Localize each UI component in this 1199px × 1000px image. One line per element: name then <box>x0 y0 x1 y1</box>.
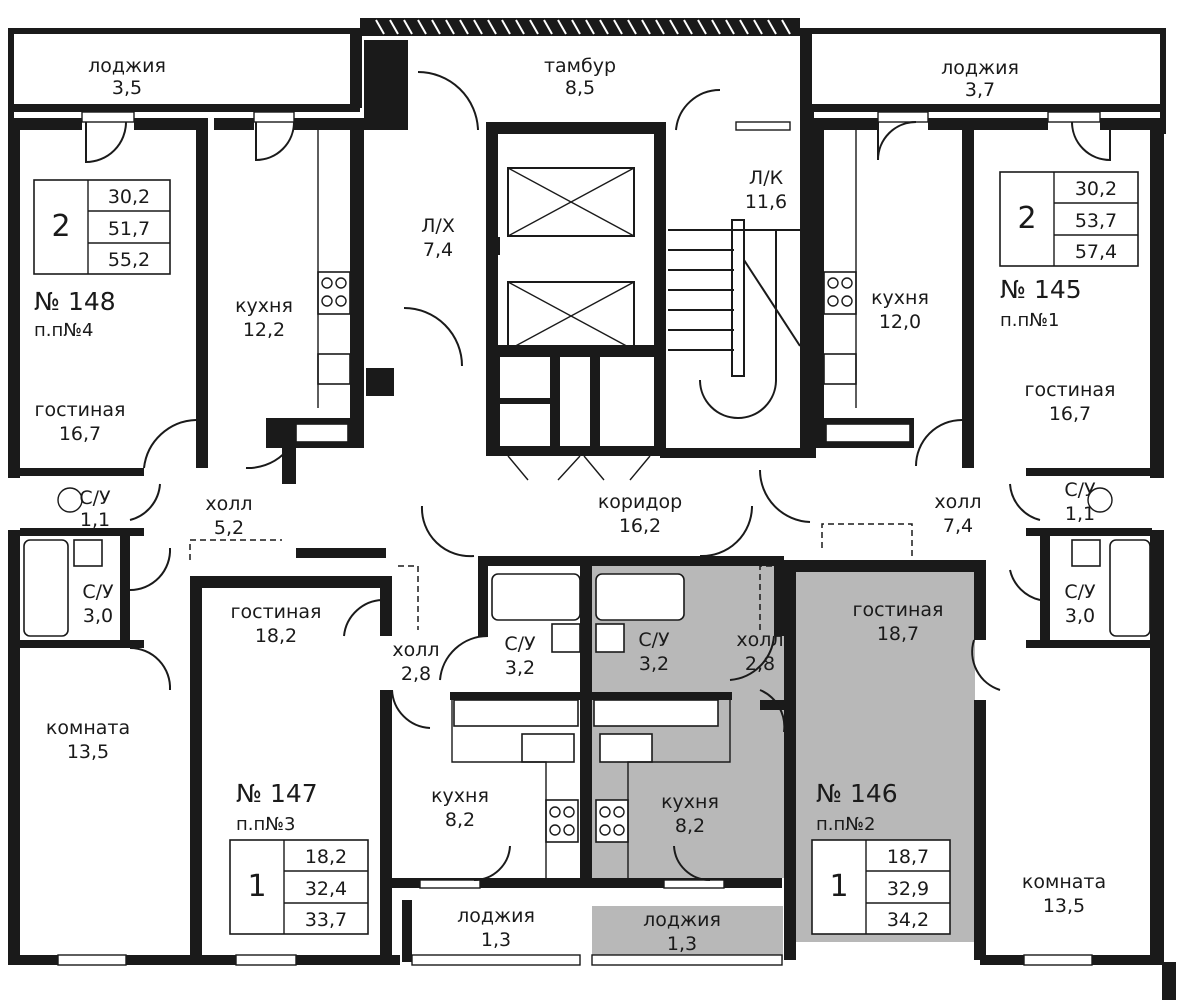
room-area: 16,7 <box>1049 403 1091 425</box>
apartment-145-legend: 2 30,2 53,7 57,4 № 145 п.п№1 <box>999 171 1139 331</box>
apartment-148-total-area: 51,7 <box>108 218 150 240</box>
apartment-147-living-area: 18,2 <box>305 846 347 868</box>
room-name: гостиная <box>853 599 944 621</box>
apartment-146-full-area: 34,2 <box>887 909 929 931</box>
room-area: 2,8 <box>401 663 431 685</box>
room-area: 18,7 <box>877 623 919 645</box>
room-area: 3,0 <box>1065 605 1095 627</box>
apartment-147-rooms: 1 <box>247 869 266 904</box>
room-name: холл <box>934 491 981 513</box>
room-name: Л/К <box>749 167 784 189</box>
apartment-145-full-area: 57,4 <box>1075 241 1117 263</box>
room-area: 13,5 <box>67 741 109 763</box>
room-name: С/У <box>504 633 536 655</box>
room-area: 2,8 <box>745 653 775 675</box>
room-area: 1,3 <box>481 929 511 951</box>
room-area: 8,2 <box>445 809 475 831</box>
room-name: комната <box>46 717 130 739</box>
apartment-147-full-area: 33,7 <box>305 909 347 931</box>
room-name: кухня <box>235 295 293 317</box>
room-name: холл <box>392 639 439 661</box>
room-area: 3,5 <box>112 77 142 99</box>
room-area: 11,6 <box>745 191 787 213</box>
room-area: 7,4 <box>423 239 453 261</box>
room-area: 5,2 <box>214 517 244 539</box>
room-name: гостиная <box>35 399 126 421</box>
apartment-145-position: п.п№1 <box>1000 310 1059 331</box>
room-area: 3,0 <box>83 605 113 627</box>
apartment-145-number: № 145 <box>1000 275 1082 304</box>
room-area: 12,0 <box>879 311 921 333</box>
room-name: лоджия <box>941 57 1019 79</box>
room-area: 3,2 <box>505 657 535 679</box>
room-name: лоджия <box>457 905 535 927</box>
apartment-148-full-area: 55,2 <box>108 249 150 271</box>
apartment-146-position: п.п№2 <box>816 814 875 835</box>
room-name: С/У <box>79 487 111 509</box>
apartment-146-number: № 146 <box>816 779 898 808</box>
room-area: 1,1 <box>80 509 110 531</box>
room-name: С/У <box>82 581 114 603</box>
apartment-148-living-area: 30,2 <box>108 186 150 208</box>
room-name: холл <box>205 493 252 515</box>
walls <box>8 18 1176 1000</box>
apartment-146-total-area: 32,9 <box>887 878 929 900</box>
room-name: лоджия <box>643 909 721 931</box>
room-area: 16,2 <box>619 515 661 537</box>
room-name: гостиная <box>1025 379 1116 401</box>
apartment-148-number: № 148 <box>34 287 116 316</box>
apartment-145-living-area: 30,2 <box>1075 178 1117 200</box>
room-name: коридор <box>598 491 682 513</box>
room-area: 16,7 <box>59 423 101 445</box>
apartment-145-total-area: 53,7 <box>1075 210 1117 232</box>
apartment-146-legend: 1 18,7 32,9 34,2 № 146 п.п№2 <box>811 779 951 935</box>
room-name: Л/Х <box>421 215 455 237</box>
room-name: холл <box>736 629 783 651</box>
room-area: 13,5 <box>1043 895 1085 917</box>
room-area: 3,7 <box>965 79 995 101</box>
room-area: 8,5 <box>565 77 595 99</box>
apartment-148-legend: 2 30,2 51,7 55,2 № 148 п.п№4 <box>33 179 171 341</box>
room-labels: лоджия 3,5 тамбур 8,5 лоджия 3,7 Л/Х 7,4… <box>35 55 1116 955</box>
room-area: 1,3 <box>667 933 697 955</box>
room-name: тамбур <box>544 55 616 77</box>
room-name: лоджия <box>88 55 166 77</box>
room-area: 18,2 <box>255 625 297 647</box>
apartment-146-living-area: 18,7 <box>887 846 929 868</box>
apartment-148-position: п.п№4 <box>34 320 93 341</box>
apartment-145-rooms: 2 <box>1017 201 1036 236</box>
apartment-147-legend: 1 18,2 32,4 33,7 № 147 п.п№3 <box>229 779 369 935</box>
room-area: 3,2 <box>639 653 669 675</box>
room-name: кухня <box>661 791 719 813</box>
room-name: кухня <box>431 785 489 807</box>
room-name: кухня <box>871 287 929 309</box>
apartment-147-total-area: 32,4 <box>305 878 347 900</box>
room-name: гостиная <box>231 601 322 623</box>
apartment-148-rooms: 2 <box>51 209 70 244</box>
room-area: 7,4 <box>943 515 973 537</box>
room-area: 8,2 <box>675 815 705 837</box>
room-name: С/У <box>1064 581 1096 603</box>
room-area: 12,2 <box>243 319 285 341</box>
room-name: С/У <box>638 629 670 651</box>
apartment-147-position: п.п№3 <box>236 814 295 835</box>
room-name: С/У <box>1064 479 1096 501</box>
room-area: 1,1 <box>1065 503 1095 525</box>
apartment-146-rooms: 1 <box>829 869 848 904</box>
fixtures <box>23 18 1151 966</box>
apartment-147-number: № 147 <box>236 779 318 808</box>
room-name: комната <box>1022 871 1106 893</box>
top-hatching <box>375 19 791 35</box>
